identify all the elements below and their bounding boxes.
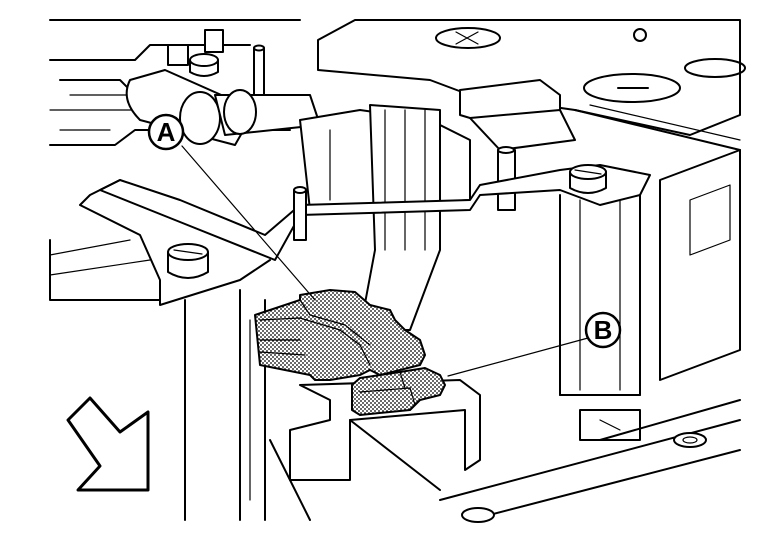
connector-a (254, 289, 426, 381)
callout-b-label: B (594, 315, 613, 345)
battery-module-top (317, 19, 746, 151)
stud-center (293, 186, 307, 241)
connector-holder (269, 379, 481, 521)
bolt-top-left (189, 53, 219, 77)
connector-b (351, 367, 446, 416)
front-direction-arrow-icon (66, 396, 150, 492)
bolt-left (167, 243, 209, 279)
callout-a: A (147, 113, 316, 301)
right-housing (579, 149, 741, 441)
terminal-block (459, 79, 576, 211)
callout-a-label: A (157, 117, 176, 147)
stud-top (253, 44, 265, 99)
base-plate (439, 399, 741, 523)
callout-b: B (447, 311, 622, 377)
bolt-right (569, 164, 607, 194)
minus-terminal-icon (583, 73, 681, 103)
ribbon-cable (359, 104, 441, 331)
